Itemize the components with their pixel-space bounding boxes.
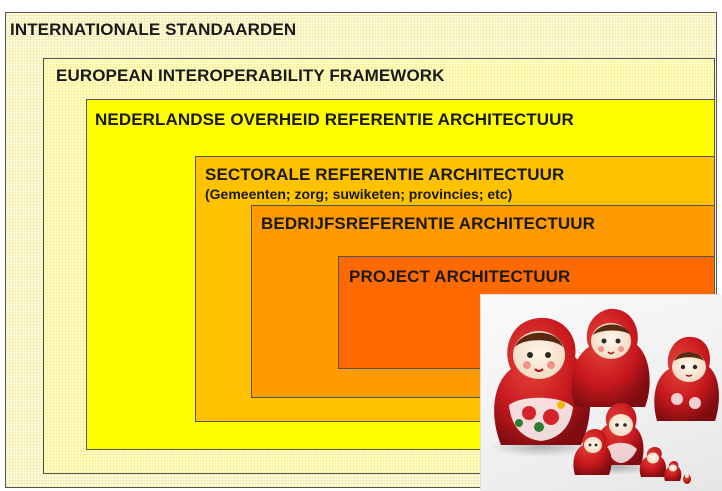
doll-medium-right bbox=[654, 336, 719, 421]
matryoshka-dolls-icon bbox=[489, 308, 719, 484]
doll-large bbox=[494, 317, 591, 445]
level-label: PROJECT ARCHITECTUUR bbox=[349, 267, 571, 286]
level-label: SECTORALE REFERENTIE ARCHITECTUUR bbox=[205, 165, 565, 184]
doll-small-2 bbox=[573, 429, 612, 475]
doll-smallest bbox=[683, 474, 691, 484]
doll-medium bbox=[571, 308, 650, 407]
doll-tiny-2 bbox=[664, 461, 682, 481]
level-label: INTERNATIONALE STANDAARDEN bbox=[10, 20, 297, 39]
level-label: BEDRIJFSREFERENTIE ARCHITECTUUR bbox=[261, 214, 595, 233]
level-label: EUROPEAN INTEROPERABILITY FRAMEWORK bbox=[56, 66, 445, 85]
level-sublabel: (Gemeenten; zorg; suwiketen; provincies;… bbox=[205, 186, 513, 202]
doll-tiny bbox=[639, 447, 666, 477]
level-label: NEDERLANDSE OVERHEID REFERENTIE ARCHITEC… bbox=[95, 110, 574, 129]
matryoshka-dolls-photo bbox=[481, 295, 722, 491]
